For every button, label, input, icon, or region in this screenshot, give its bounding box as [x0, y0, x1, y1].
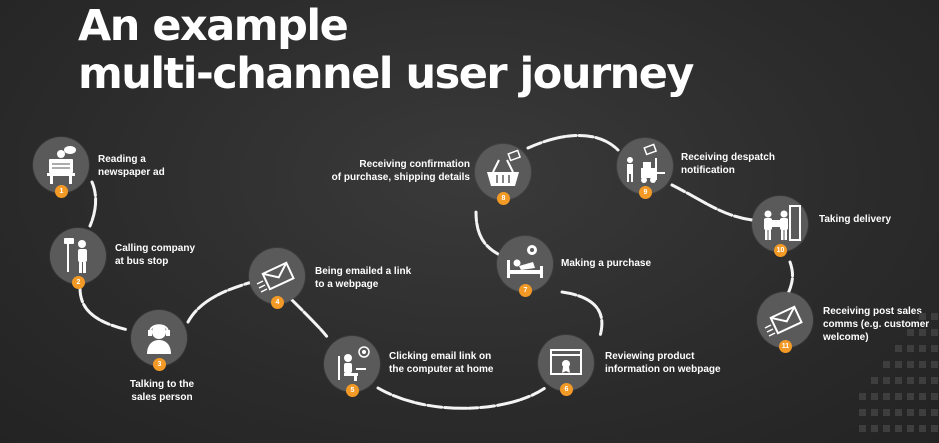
step-7-badge: 7 — [519, 284, 532, 297]
headset-agent-icon — [147, 324, 171, 354]
step-8-badge: 8 — [497, 192, 510, 205]
step-1-label-text: Reading a newspaper ad — [98, 154, 165, 178]
step-3-badge: 3 — [153, 358, 166, 371]
step-7-label-text: Making a purchase — [561, 258, 652, 269]
step-11-label: Receiving post sales comms (e.g. custome… — [823, 305, 929, 344]
step-2-circle — [50, 228, 106, 284]
delivery-door-icon — [764, 205, 801, 241]
step-10-label-text: Taking delivery — [819, 214, 892, 225]
step-9-badge: 9 — [639, 186, 652, 199]
step-3: 3 — [131, 310, 187, 371]
bus-stop-phone-icon — [64, 238, 87, 273]
step-5-circle — [324, 336, 380, 392]
step-9-label: Receiving despatch notification — [681, 151, 775, 177]
step-10: 10 — [752, 196, 808, 257]
step-9-circle — [617, 138, 673, 194]
step-6: 6 — [538, 335, 594, 396]
step-9: 9 — [617, 138, 673, 199]
step-4-label-text: Being emailed a link to a webpage — [315, 266, 412, 290]
step-3-label-text: Talking to the sales person — [129, 379, 195, 403]
title-line-2: multi-channel user journey — [78, 49, 694, 99]
step-8-circle — [475, 144, 531, 200]
basket-icon — [487, 149, 522, 186]
step-7: 7 — [497, 236, 553, 297]
computer-user-icon — [338, 346, 370, 381]
step-2-label: Calling company at bus stop — [115, 242, 195, 268]
step-11-badge: 11 — [779, 340, 792, 353]
step-7-circle — [497, 236, 553, 292]
newspaper-reader-icon — [47, 146, 76, 184]
step-6-circle — [538, 335, 594, 391]
step-5: 5 — [324, 336, 380, 397]
step-6-label: Reviewing product information on webpage — [605, 350, 721, 376]
step-4-label: Being emailed a link to a webpage — [315, 265, 411, 291]
step-6-badge: 6 — [560, 383, 573, 396]
step-10-badge: 10 — [774, 244, 787, 257]
title-line-1: An example — [78, 1, 349, 51]
step-11: 11 — [757, 292, 813, 353]
webpage-icon — [550, 349, 582, 375]
step-4-badge: 4 — [271, 296, 284, 309]
step-4-circle — [249, 248, 305, 304]
step-8-label-text: Receiving confirmation of purchase, ship… — [331, 159, 470, 183]
step-1: 1 — [33, 137, 89, 198]
step-9-label-text: Receiving despatch notification — [681, 152, 775, 176]
step-3-label: Talking to the sales person — [128, 378, 196, 404]
email-icon — [764, 305, 803, 337]
forklift-icon — [627, 143, 665, 183]
step-1-circle — [33, 137, 89, 193]
step-3-circle — [131, 310, 187, 366]
email-icon — [256, 261, 295, 293]
step-6-label-text: Reviewing product information on webpage — [605, 351, 721, 375]
bed-purchase-icon — [507, 245, 543, 278]
step-5-badge: 5 — [346, 384, 359, 397]
step-5-label-text: Clicking email link on the computer at h… — [389, 351, 494, 375]
step-8: 8 — [475, 144, 531, 205]
step-4: 4 — [249, 248, 305, 309]
step-2: 2 — [50, 228, 106, 289]
step-7-label: Making a purchase — [561, 257, 651, 270]
step-2-badge: 2 — [72, 276, 85, 289]
step-11-circle — [757, 292, 813, 348]
step-5-label: Clicking email link on the computer at h… — [389, 350, 493, 376]
step-11-label-text: Receiving post sales comms (e.g. custome… — [823, 306, 930, 343]
step-8-label: Receiving confirmation of purchase, ship… — [330, 158, 470, 184]
page-title: An example multi-channel user journey — [78, 1, 694, 99]
step-10-circle — [752, 196, 808, 252]
decorative-dot-pattern — [859, 313, 938, 432]
step-10-label: Taking delivery — [819, 213, 891, 226]
step-1-badge: 1 — [55, 185, 68, 198]
step-1-label: Reading a newspaper ad — [98, 153, 165, 179]
step-2-label-text: Calling company at bus stop — [115, 243, 196, 267]
